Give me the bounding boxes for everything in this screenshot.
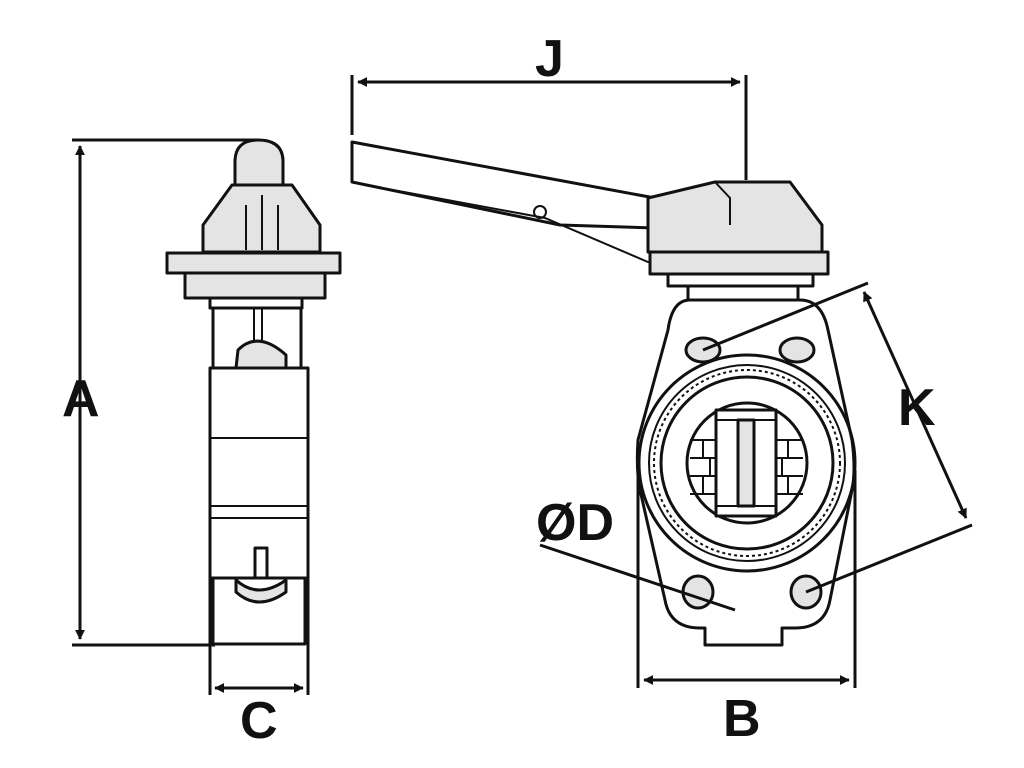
label-a: A (62, 370, 100, 428)
label-b: B (723, 690, 761, 748)
label-j: J (535, 30, 564, 88)
side-view (165, 138, 342, 646)
label-k: K (898, 379, 936, 437)
dimension-lines (72, 75, 973, 695)
dimension-labels: A C J B K ØD (62, 30, 936, 750)
front-view (350, 140, 857, 647)
label-d: ØD (536, 494, 614, 552)
label-c: C (240, 692, 278, 750)
